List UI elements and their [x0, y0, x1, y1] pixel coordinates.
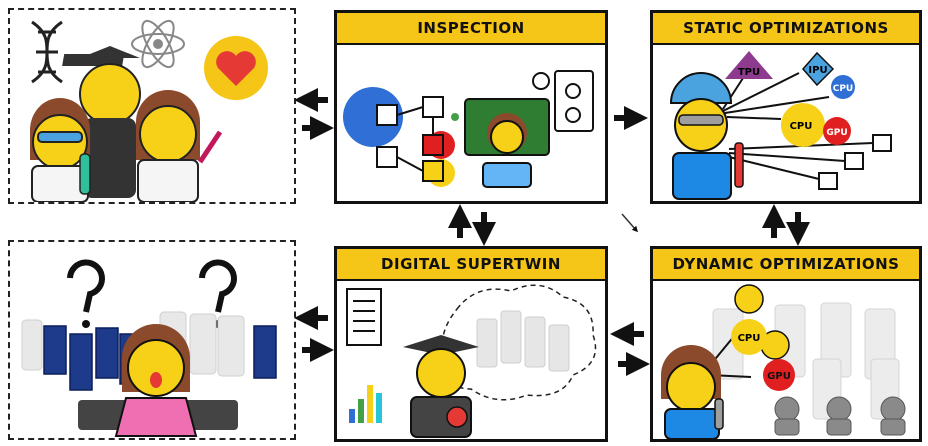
arrow-diagonal — [621, 213, 638, 233]
dynamic-chip-cpu: CPU — [738, 333, 761, 344]
server-fleet-illustration — [21, 259, 277, 437]
atom-icon — [131, 19, 185, 69]
static-chip-cpu-yellow: CPU — [790, 121, 813, 132]
confused-person-avatar — [114, 324, 198, 437]
dynamic-optimizations-title: DYNAMIC OPTIMIZATIONS — [653, 249, 919, 281]
checklist-icon — [532, 70, 594, 132]
static-chip-cpu-blue: CPU — [833, 84, 854, 94]
inspection-illustration — [343, 70, 594, 188]
digital-supertwin-panel: DIGITAL SUPERTWIN — [334, 246, 608, 442]
box-icon — [818, 134, 892, 190]
dynamic-optimizations-illustration: CPU GPU — [661, 284, 906, 439]
heart-icon — [204, 36, 268, 100]
research-team-panel — [8, 8, 296, 204]
question-mark-icon — [67, 259, 237, 313]
inspection-title: INSPECTION — [337, 13, 605, 45]
cube-cluster-icon — [376, 96, 444, 182]
dynamic-optimizations-panel: DYNAMIC OPTIMIZATIONS CPU GPU — [650, 246, 922, 442]
hacker-icon — [774, 396, 906, 436]
dna-icon — [31, 20, 63, 84]
graduate-avatar — [62, 46, 141, 198]
static-optimizations-panel: STATIC OPTIMIZATIONS TPU IPU CPU CPU GPU — [650, 10, 922, 204]
analyst-avatar — [464, 98, 550, 188]
research-team-illustration — [30, 19, 268, 202]
server-fleet-panel — [8, 240, 296, 440]
scientist-left-avatar — [30, 98, 91, 202]
dynamic-chip-gpu: GPU — [767, 371, 791, 382]
static-optimizations-illustration: TPU IPU CPU CPU GPU — [669, 51, 892, 200]
pilot-avatar — [403, 335, 479, 438]
worker-avatar — [734, 284, 790, 360]
static-chip-gpu: GPU — [826, 128, 847, 138]
engineer-with-wrench-avatar — [661, 345, 724, 439]
scientist-right-avatar — [136, 90, 223, 202]
static-chip-tpu: TPU — [738, 67, 760, 78]
server-list-icon — [346, 288, 382, 346]
static-chip-ipu: IPU — [808, 65, 827, 76]
digital-supertwin-illustration — [346, 284, 597, 438]
digital-supertwin-title: DIGITAL SUPERTWIN — [337, 249, 605, 281]
bar-chart-icon — [349, 385, 382, 423]
static-optimizations-title: STATIC OPTIMIZATIONS — [653, 13, 919, 45]
engineer-avatar — [669, 72, 744, 200]
inspection-panel: INSPECTION — [334, 10, 608, 204]
